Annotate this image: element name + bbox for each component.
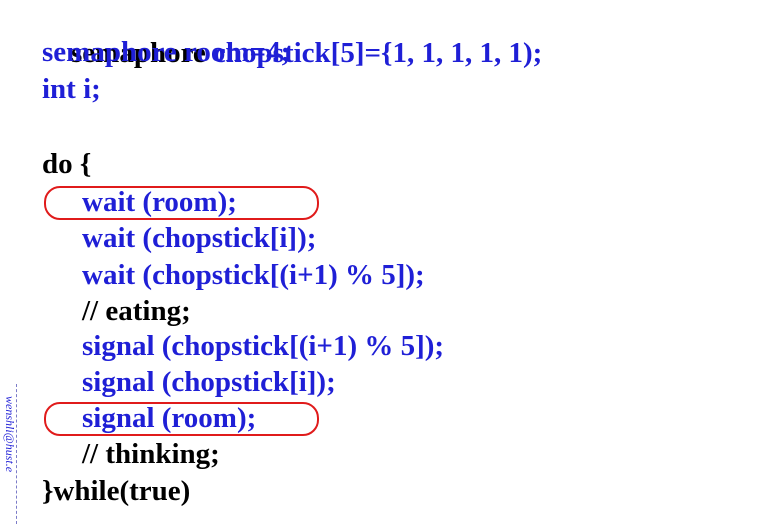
code-line-int-decl: int i; — [42, 73, 101, 105]
highlight-oval-wait-room — [44, 186, 319, 220]
code-line-signal-room: signal (room); — [82, 402, 257, 434]
code-line-signal-chopstick-next: signal (chopstick[(i+1) % 5]); — [82, 330, 445, 362]
code-line-chopstick-decl: semaphore chopstick[5]={1, 1, 1, 1, 1); — [42, 0, 542, 69]
keyword-semaphore: semaphore — [71, 37, 214, 69]
code-line-eating-comment: // eating; — [82, 295, 191, 327]
side-watermark-text: wenshli@hust.e — [3, 396, 17, 473]
side-divider-dashed — [16, 384, 17, 524]
code-line-thinking-comment: // thinking; — [82, 438, 220, 470]
chopstick-array-decl: chopstick[5]={1, 1, 1, 1, 1); — [213, 37, 543, 69]
code-line-signal-chopstick-i: signal (chopstick[i]); — [82, 366, 336, 398]
side-watermark: wenshli@hust.e — [0, 396, 18, 524]
code-line-wait-chopstick-next: wait (chopstick[(i+1) % 5]); — [82, 259, 425, 291]
code-line-while-close: }while(true) — [42, 475, 191, 507]
highlight-oval-signal-room — [44, 402, 319, 436]
code-line-room-decl: semaphore room=4; — [42, 36, 291, 68]
code-line-wait-room: wait (room); — [82, 186, 237, 218]
code-line-do-open: do { — [42, 148, 92, 180]
code-line-wait-chopstick-i: wait (chopstick[i]); — [82, 222, 317, 254]
